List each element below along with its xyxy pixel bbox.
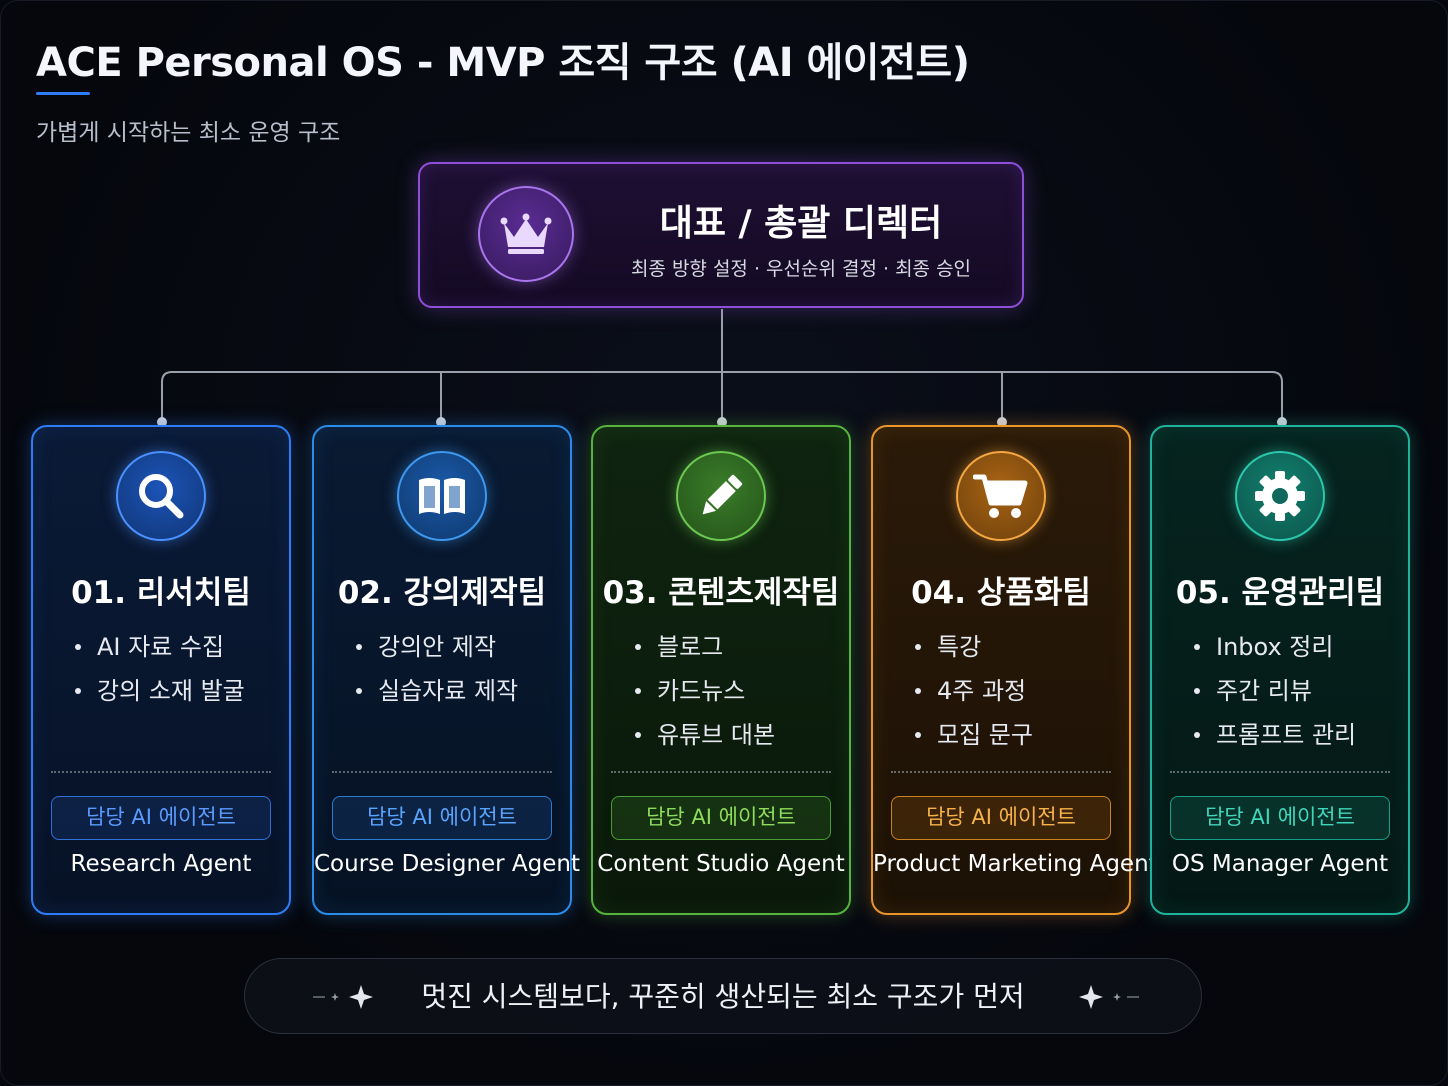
director-title: 대표 / 총괄 디렉터 [659, 203, 943, 244]
team-card-research: 01. 리서치팀 AI 자료 수집 강의 소재 발굴 담당 AI 에이전트 Re… [31, 425, 291, 915]
team-title: 02. 강의제작팀 [337, 575, 547, 611]
agent-label-badge: 담당 AI 에이전트 [51, 796, 271, 840]
agent-label-badge: 담당 AI 에이전트 [1170, 796, 1390, 840]
crown-icon [478, 186, 574, 282]
team-task-list: 강의안 제작 실습자료 제작 [356, 625, 518, 713]
team-task-list: 블로그 카드뉴스 유튜브 대본 [635, 625, 775, 757]
team-task-item: 블로그 [635, 625, 775, 669]
page-title: ACE Personal OS - MVP 조직 구조 (AI 에이전트) [36, 40, 970, 86]
team-task-item: 모집 문구 [915, 713, 1033, 757]
agent-name: Course Designer Agent [314, 851, 581, 877]
cart-icon [956, 451, 1046, 541]
team-card-course: 02. 강의제작팀 강의안 제작 실습자료 제작 담당 AI 에이전트 Cour… [312, 425, 581, 915]
director-box: 대표 / 총괄 디렉터 최종 방향 설정 · 우선순위 결정 · 최종 승인 [418, 162, 1024, 308]
team-task-item: 카드뉴스 [635, 669, 775, 713]
gear-icon [1235, 451, 1325, 541]
team-task-list: Inbox 정리 주간 리뷰 프롬프트 관리 [1194, 625, 1356, 757]
team-task-item: 유튜브 대본 [635, 713, 775, 757]
team-title: 05. 운영관리팀 [1175, 575, 1385, 611]
card-divider [51, 771, 271, 773]
footer-banner: 멋진 시스템보다, 꾸준히 생산되는 최소 구조가 먼저 [244, 958, 1202, 1034]
pencil-icon [676, 451, 766, 541]
team-task-item: 주간 리뷰 [1194, 669, 1356, 713]
book-icon [397, 451, 487, 541]
card-divider [891, 771, 1111, 773]
agent-label-badge: 담당 AI 에이전트 [332, 796, 552, 840]
team-card-content: 03. 콘텐츠제작팀 블로그 카드뉴스 유튜브 대본 담당 AI 에이전트 Co… [591, 425, 851, 915]
card-divider [611, 771, 831, 773]
agent-name: Content Studio Agent [597, 851, 845, 877]
team-card-operations: 05. 운영관리팀 Inbox 정리 주간 리뷰 프롬프트 관리 담당 AI 에… [1150, 425, 1410, 915]
team-task-item: 특강 [915, 625, 1033, 669]
sparkle-icon [313, 985, 373, 1009]
team-task-list: 특강 4주 과정 모집 문구 [915, 625, 1033, 757]
team-title: 04. 상품화팀 [911, 575, 1091, 611]
agent-name: Research Agent [70, 851, 252, 877]
team-task-item: AI 자료 수집 [75, 625, 245, 669]
title-underline [36, 92, 90, 95]
footer-text: 멋진 시스템보다, 꾸준히 생산되는 최소 구조가 먼저 [421, 980, 1025, 1013]
team-task-item: Inbox 정리 [1194, 625, 1356, 669]
page-subtitle: 가볍게 시작하는 최소 운영 구조 [36, 120, 341, 146]
card-divider [332, 771, 552, 773]
team-card-product: 04. 상품화팀 특강 4주 과정 모집 문구 담당 AI 에이전트 Produ… [871, 425, 1158, 915]
team-task-item: 프롬프트 관리 [1194, 713, 1356, 757]
search-icon [116, 451, 206, 541]
card-divider [1170, 771, 1390, 773]
team-task-list: AI 자료 수집 강의 소재 발굴 [75, 625, 245, 713]
team-title: 01. 리서치팀 [71, 575, 251, 611]
team-task-item: 4주 과정 [915, 669, 1033, 713]
agent-name: OS Manager Agent [1171, 851, 1389, 877]
sparkle-icon [1079, 985, 1139, 1009]
agent-name: Product Marketing Agent [873, 851, 1158, 877]
agent-label-badge: 담당 AI 에이전트 [891, 796, 1111, 840]
team-task-item: 강의안 제작 [356, 625, 518, 669]
team-task-item: 강의 소재 발굴 [75, 669, 245, 713]
director-description: 최종 방향 설정 · 우선순위 결정 · 최종 승인 [630, 258, 972, 280]
team-task-item: 실습자료 제작 [356, 669, 518, 713]
team-title: 03. 콘텐츠제작팀 [602, 575, 840, 611]
agent-label-badge: 담당 AI 에이전트 [611, 796, 831, 840]
